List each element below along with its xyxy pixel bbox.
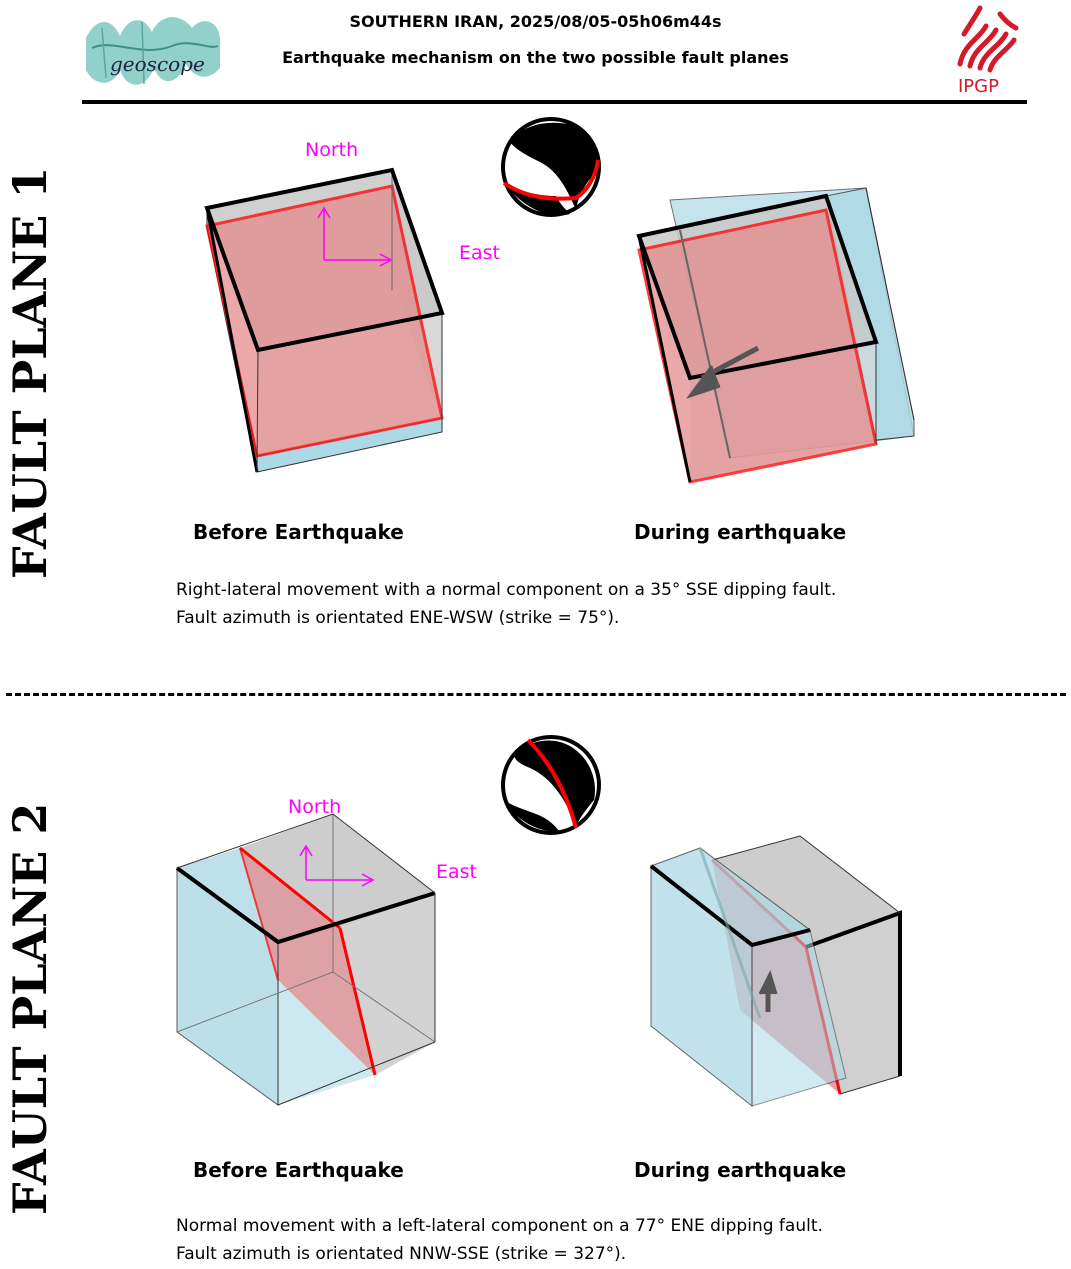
page-subtitle: Earthquake mechanism on the two possible…	[282, 48, 789, 67]
ipgp-logo-graphic	[957, 5, 1019, 73]
description-2-line-1: Normal movement with a left-lateral comp…	[176, 1216, 823, 1236]
page-title: SOUTHERN IRAN, 2025/08/05-05h06m44s	[349, 12, 722, 31]
header-rule	[82, 100, 1027, 104]
block-during-2	[649, 835, 902, 1108]
block-during-1	[636, 187, 915, 484]
ipgp-logo: IPGP	[950, 4, 1022, 98]
caption-during-2: During earthquake	[634, 1158, 847, 1182]
ipgp-logo-text: IPGP	[958, 76, 999, 97]
caption-before-1: Before Earthquake	[193, 520, 404, 544]
beachball-2	[501, 735, 601, 835]
caption-before-2: Before Earthquake	[193, 1158, 404, 1182]
geoscope-logo: geoscope	[82, 8, 224, 98]
panel-divider	[6, 693, 1066, 696]
north-label-2: North	[288, 796, 342, 818]
geoscope-logo-text: geoscope	[110, 52, 205, 76]
north-label-1: North	[305, 139, 359, 161]
block-before-1	[204, 167, 445, 473]
geoscope-logo-graphic	[86, 17, 220, 85]
description-2-line-2: Fault azimuth is orientated NNW-SSE (str…	[176, 1244, 627, 1264]
east-label-2: East	[436, 861, 477, 883]
description-1-line-1: Right-lateral movement with a normal com…	[176, 580, 837, 600]
caption-during-1: During earthquake	[634, 520, 847, 544]
block-before-2	[175, 813, 436, 1106]
description-1-line-2: Fault azimuth is orientated ENE-WSW (str…	[176, 608, 620, 628]
east-label-1: East	[459, 242, 500, 264]
beachball-1	[501, 117, 601, 217]
